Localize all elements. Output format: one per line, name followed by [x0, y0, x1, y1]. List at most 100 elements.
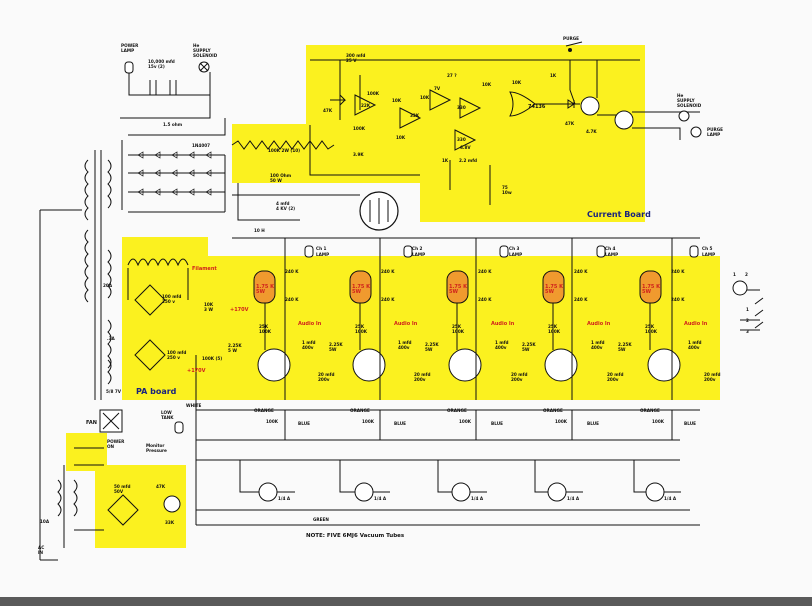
channel-5-lamp-icon — [689, 245, 699, 258]
label-20a: 20A — [103, 283, 113, 288]
right-connector-icon — [732, 280, 748, 296]
r-6-8v-label: 6.8V — [460, 145, 471, 150]
channel-blue: BLUE — [491, 421, 503, 426]
white-label: WHITE — [186, 403, 202, 408]
bottom-strip — [0, 597, 812, 606]
connector-pin-1: 1 — [733, 272, 736, 277]
channel-4-tube-icon — [544, 348, 578, 382]
channel-5 — [633, 238, 699, 502]
channel-audio-in: Audio In — [587, 321, 611, 327]
channel-2-lamp-icon — [403, 245, 413, 258]
label-10a: 10A — [40, 519, 50, 524]
r-33k-label: 33K — [410, 113, 420, 118]
cap-2-2-label: 2.2 mfd — [459, 158, 477, 163]
r-27-label: 27 ? — [447, 73, 457, 78]
channel-orange: ORANGE — [543, 408, 563, 413]
r-7v-label: 7V — [434, 86, 441, 91]
op-amp-5 — [454, 129, 477, 151]
channel-r-top: 240 K — [574, 269, 588, 274]
channel-2-tube-icon — [352, 348, 386, 382]
filament-coils — [127, 258, 189, 300]
channel-name: Ch 2 — [412, 246, 423, 251]
channel-4-lamp-icon — [596, 245, 606, 258]
channel-name: Ch 5 — [702, 246, 713, 251]
r-33k-pa-label: 33K — [165, 520, 175, 525]
res-1-5-label: 1.5 ohm — [163, 122, 183, 127]
channel-4-meter-icon — [547, 482, 567, 502]
channel-lamp-label: LAMP — [605, 252, 618, 257]
connector-pin-2: 2 — [745, 272, 748, 277]
r-4-7k-label: 4.7K — [586, 129, 597, 134]
op-amp-1 — [354, 94, 377, 116]
channel-orange: ORANGE — [350, 408, 370, 413]
channel-columns — [195, 237, 764, 526]
channel-audio-in: Audio In — [394, 321, 418, 327]
channel-4 — [534, 238, 606, 502]
r-3-9k-label: 3.9K — [353, 152, 364, 157]
r-10k-c-label: 10K — [420, 95, 430, 100]
r-1k-b-label: 1K — [442, 158, 449, 163]
r-1k-label: 1K — [550, 73, 557, 78]
channel-3-lamp-icon — [499, 245, 509, 258]
channel-lamp-label: LAMP — [316, 252, 329, 257]
r-47k-b-label: 47K — [565, 121, 575, 126]
v-170-b-label: +170V — [187, 368, 206, 374]
channel-blue: BLUE — [298, 421, 310, 426]
channel-audio-in: Audio In — [491, 321, 515, 327]
channel-3-tube-icon — [448, 348, 482, 382]
fan-label: FAN — [86, 420, 97, 426]
channel-lamp-label: LAMP — [412, 252, 425, 257]
he-supply-solenoid-r-icon — [678, 110, 690, 122]
channel-r-100k: 100K — [459, 419, 472, 424]
r-330-a-label: 330 — [457, 105, 466, 110]
channel-meter: 1/4 A — [664, 496, 677, 501]
chip-74136-label: 74136 — [528, 104, 546, 110]
channel-name: Ch 3 — [509, 246, 520, 251]
channel-3 — [437, 238, 509, 502]
channel-1 — [239, 238, 314, 502]
channel-r-mid: 240 K — [574, 297, 588, 302]
channel-r-top: 240 K — [381, 269, 395, 274]
r-10k-b-label: 10K — [396, 135, 406, 140]
channel-r-mid: 240 K — [478, 297, 492, 302]
r-10k-a-label: 10K — [392, 98, 402, 103]
transformer-main — [39, 150, 112, 561]
channel-blue: BLUE — [394, 421, 406, 426]
channel-r-mid: 240 K — [671, 297, 685, 302]
resistor-chain-100k — [231, 140, 335, 150]
channel-5-meter-icon — [645, 482, 665, 502]
current-board-region — [232, 45, 645, 222]
channel-audio-in: Audio In — [298, 321, 322, 327]
channel-audio-in: Audio In — [684, 321, 708, 327]
